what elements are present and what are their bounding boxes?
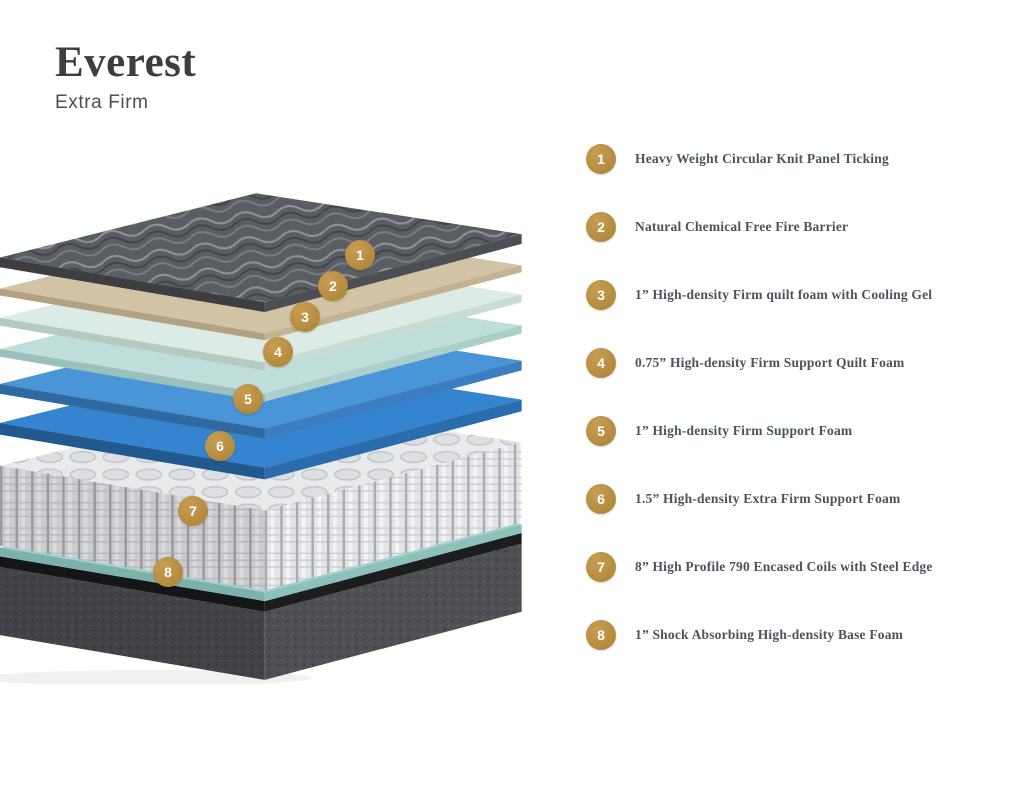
header: Everest Extra Firm: [55, 40, 196, 114]
legend-item-label: Heavy Weight Circular Knit Panel Ticking: [635, 150, 889, 166]
callout-number: 7: [189, 503, 197, 519]
legend-number: 1: [597, 151, 605, 167]
legend-item-label: 8” High Profile 790 Encased Coils with S…: [635, 558, 933, 574]
callout-number: 2: [329, 278, 337, 294]
legend-item-label: 1” High-density Firm quilt foam with Coo…: [635, 286, 933, 302]
legend-item: 1 Heavy Weight Circular Knit Panel Ticki…: [586, 144, 1016, 174]
legend-item-label: 1.5” High-density Extra Firm Support Foa…: [635, 490, 901, 506]
layer-base-band: [0, 532, 522, 612]
layer-base-fabric: [0, 543, 522, 680]
callout-5: 5: [233, 384, 263, 414]
legend-item: 5 1” High-density Firm Support Foam: [586, 416, 1016, 446]
callout-number: 6: [216, 438, 224, 454]
callout-number: 4: [274, 344, 282, 360]
legend-number: 5: [597, 423, 605, 439]
page-subtitle: Extra Firm: [55, 92, 149, 114]
legend-item: 2 Natural Chemical Free Fire Barrier: [586, 212, 1016, 242]
callout-number: 1: [356, 247, 364, 263]
callout-3: 3: [290, 302, 320, 332]
callout-2: 2: [318, 271, 348, 301]
legend: 1 Heavy Weight Circular Knit Panel Ticki…: [586, 144, 1016, 650]
legend-number-badge: 6: [586, 484, 616, 514]
callout-number: 3: [301, 309, 309, 325]
callout-number: 5: [244, 391, 252, 407]
page-title: Everest: [55, 39, 197, 86]
legend-item: 4 0.75” High-density Firm Support Quilt …: [586, 348, 1016, 378]
callout-4: 4: [263, 337, 293, 367]
mattress-illustration: [0, 193, 522, 684]
legend-number: 7: [597, 559, 605, 575]
legend-item: 3 1” High-density Firm quilt foam with C…: [586, 280, 1016, 310]
legend-number: 8: [597, 627, 605, 643]
callout-8: 8: [153, 557, 183, 587]
legend-number-badge: 1: [586, 144, 616, 174]
legend-item-label: Natural Chemical Free Fire Barrier: [635, 218, 849, 234]
legend-item-label: 0.75” High-density Firm Support Quilt Fo…: [635, 354, 905, 370]
legend-number: 2: [597, 219, 605, 235]
callout-6: 6: [205, 431, 235, 461]
legend-item: 7 8” High Profile 790 Encased Coils with…: [586, 552, 1016, 582]
callout-number: 8: [164, 564, 172, 580]
legend-number: 4: [597, 355, 605, 371]
callout-7: 7: [178, 496, 208, 526]
legend-number-badge: 7: [586, 552, 616, 582]
legend-item: 6 1.5” High-density Extra Firm Support F…: [586, 484, 1016, 514]
legend-number-badge: 5: [586, 416, 616, 446]
mattress-diagram: 1 2 3 4 5 6 7 8: [0, 168, 545, 684]
callout-1: 1: [345, 240, 375, 270]
legend-number-badge: 4: [586, 348, 616, 378]
legend-item: 8 1” Shock Absorbing High-density Base F…: [586, 620, 1016, 650]
legend-number: 6: [597, 491, 605, 507]
legend-item-label: 1” High-density Firm Support Foam: [635, 422, 853, 438]
legend-number-badge: 2: [586, 212, 616, 242]
legend-number-badge: 3: [586, 280, 616, 310]
legend-number-badge: 8: [586, 620, 616, 650]
legend-item-label: 1” Shock Absorbing High-density Base Foa…: [635, 626, 904, 642]
legend-number: 3: [597, 287, 605, 303]
